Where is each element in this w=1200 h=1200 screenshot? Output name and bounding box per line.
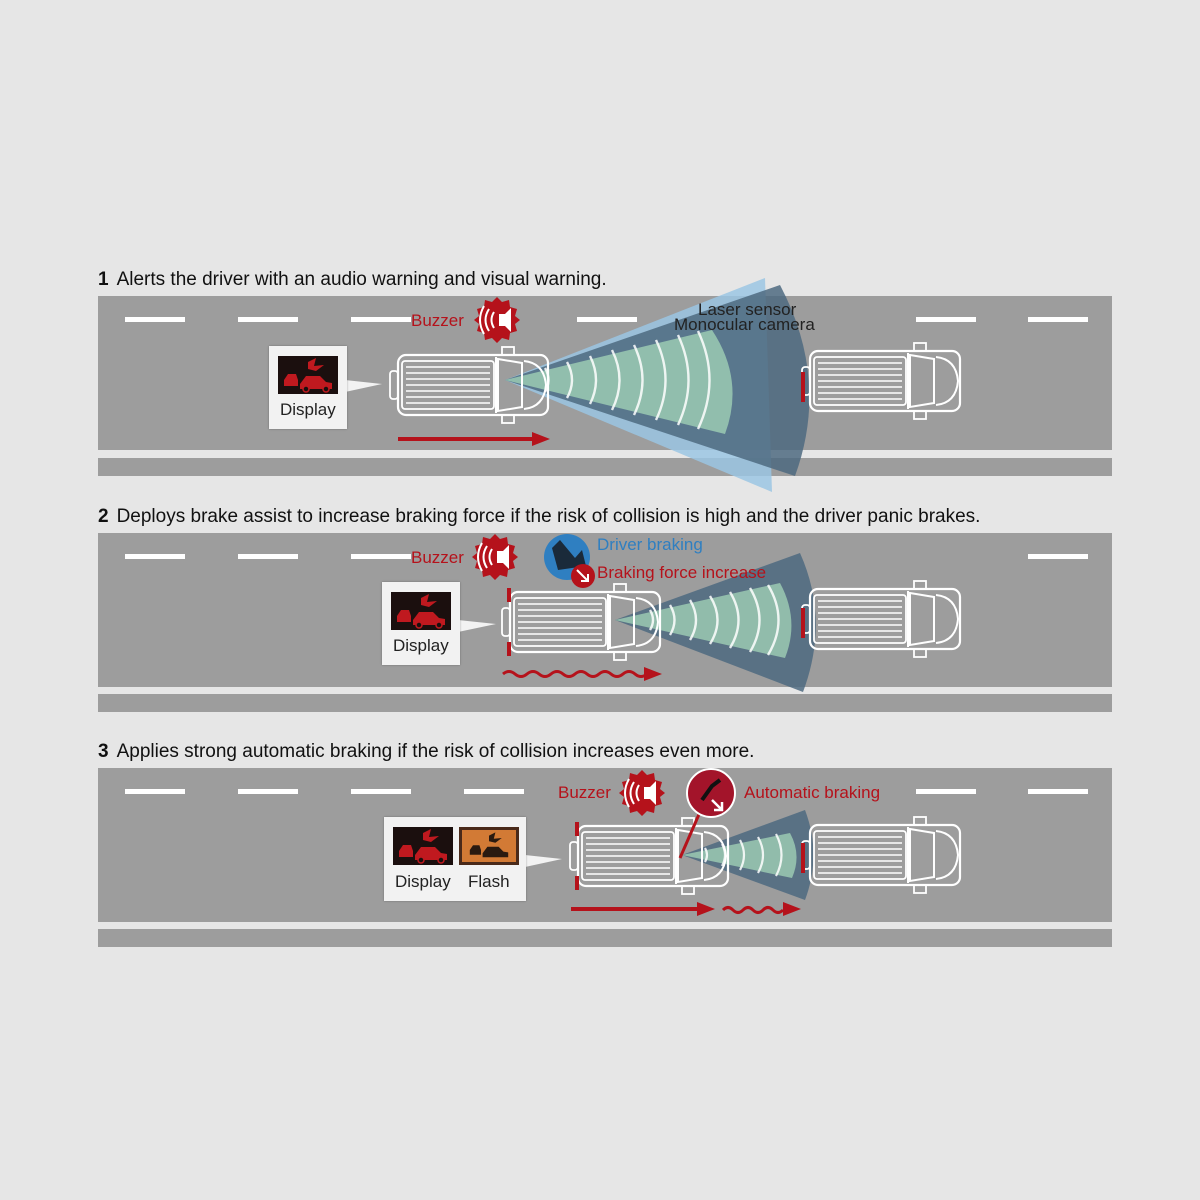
step-1-laser-sensor-label: Laser sensor [698, 300, 797, 319]
step-2-braking-force-label: Braking force increase [597, 563, 767, 582]
step-2-sensor-arcs [648, 584, 780, 656]
step-2-road [98, 533, 1112, 712]
step-1-number: 1 [98, 269, 109, 290]
step-1-display-label: Display [280, 400, 336, 419]
step-3-host-taillights [575, 822, 579, 890]
step-3-lead-taillight [801, 843, 805, 873]
step-2-text: Deploys brake assist to increase braking… [116, 506, 981, 527]
step-3-camera-field [682, 833, 797, 878]
step-1-display-box: Display [269, 346, 347, 429]
collision-warning-icon [398, 828, 448, 864]
step-2-lead-taillight [801, 608, 805, 638]
step-3-heading: 3 Applies strong automatic braking if the… [98, 741, 754, 763]
step-2-camera-field [615, 583, 792, 658]
step-1-buzzer-label: Buzzer [411, 311, 464, 330]
step-2-host-taillights [507, 588, 511, 656]
step-3-flash-screen [459, 827, 519, 865]
step-1-road [98, 296, 1112, 476]
step-2-display-box: Display [382, 582, 460, 665]
collision-warning-flash-icon [469, 832, 509, 858]
step-3-motion-arrow [571, 902, 801, 916]
step-1-motion-arrow [398, 432, 550, 446]
step-2-buzzer-label: Buzzer [411, 548, 464, 567]
step-3-display-label: Display [395, 872, 451, 891]
step-1-lead-taillight [801, 372, 805, 402]
step-2-motion-arrow [502, 667, 662, 681]
step-3-number: 3 [98, 741, 109, 762]
step-2-brake-pedal-icon [544, 534, 595, 588]
step-3-display-screen [393, 827, 453, 865]
step-3-flash-label: Flash [468, 872, 510, 891]
step-2-heading: 2 Deploys brake assist to increase brakin… [98, 506, 980, 528]
step-3-text: Applies strong automatic braking if the … [116, 741, 755, 762]
step-1-camera-label: Monocular camera [674, 315, 815, 334]
step-3-buzzer-label: Buzzer [558, 783, 611, 802]
step-2-number: 2 [98, 506, 109, 527]
step-3-road [98, 768, 1112, 947]
step-3-display-box: Display Flash [384, 817, 526, 901]
step-2-display-label: Display [393, 636, 449, 655]
step-3-display-pointer [525, 855, 562, 867]
step-1-display-pointer [345, 380, 382, 392]
collision-warning-icon [396, 593, 446, 629]
collision-warning-icon [283, 357, 333, 393]
step-2-display-pointer [458, 620, 496, 632]
step-3-automatic-braking-label: Automatic braking [744, 783, 881, 802]
step-3-automatic-brake-icon [678, 768, 736, 859]
step-1-text: Alerts the driver with an audio warning … [116, 269, 607, 290]
step-2-display-screen [391, 592, 451, 630]
step-1-heading: 1 Alerts the driver with an audio warning… [98, 269, 607, 291]
step-1-display-screen [278, 356, 338, 394]
step-2-driver-braking-label: Driver braking [597, 535, 703, 554]
